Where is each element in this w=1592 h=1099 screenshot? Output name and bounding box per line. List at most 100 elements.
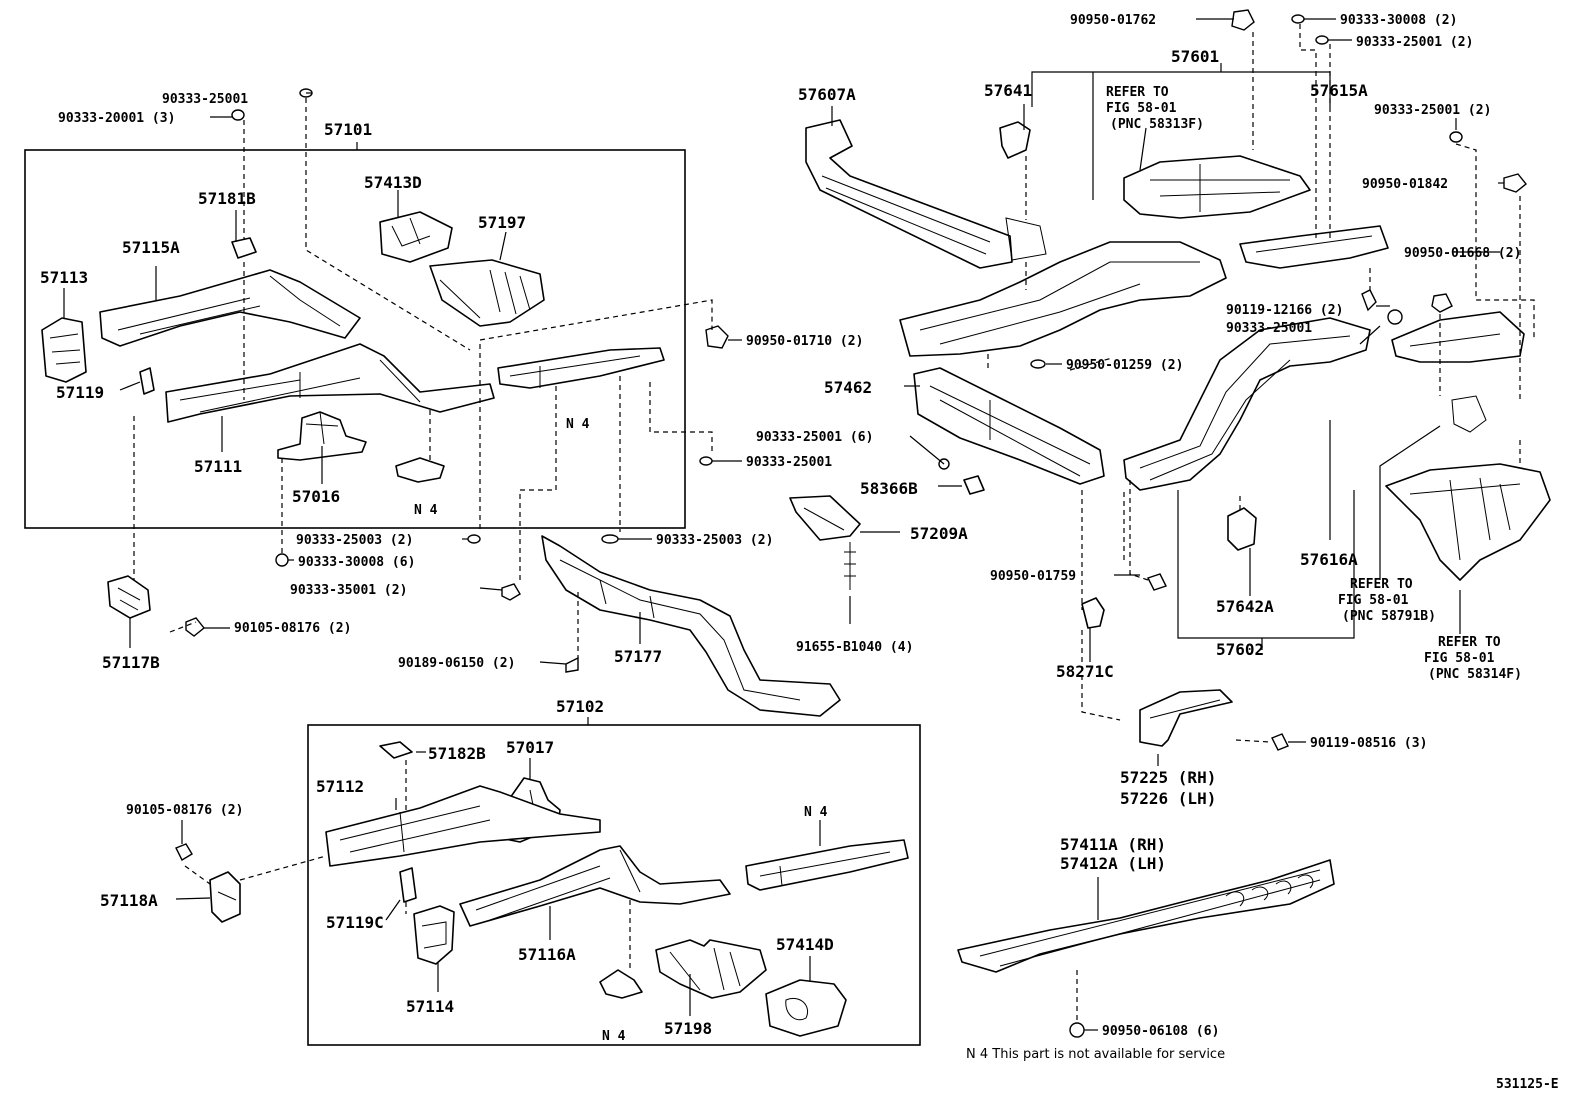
- part-57111-shape: [165, 343, 495, 423]
- ref-58314F-line3: (PNC 58314F): [1428, 667, 1522, 682]
- ref-58314F-line1: REFER TO: [1438, 635, 1501, 650]
- label-57601: 57601: [1171, 47, 1219, 66]
- part-57462-shape: [913, 367, 1105, 485]
- label-58271C: 58271C: [1056, 662, 1114, 681]
- label-57116A: 57116A: [518, 945, 576, 964]
- part-57411A-shape: [957, 859, 1335, 973]
- label-57209A: 57209A: [910, 524, 968, 543]
- label-57115A: 57115A: [122, 238, 180, 257]
- label-58366B: 58366B: [860, 479, 918, 498]
- label-fastener: 90333-35001 (2): [290, 583, 407, 598]
- label-fastener: 90333-25003 (2): [296, 533, 413, 548]
- label-57182B: 57182B: [428, 744, 486, 763]
- label-n4-small: N 4: [602, 1029, 626, 1044]
- part-57114-shape: [413, 905, 455, 965]
- part-57113-shape: [41, 317, 87, 383]
- label-fastener: 90333-25001: [1226, 321, 1312, 336]
- label-fastener: 90950-01842: [1362, 177, 1448, 192]
- figure-code: 531125-E: [1496, 1077, 1559, 1092]
- service-footnote: N 4 This part is not available for servi…: [966, 1047, 1225, 1062]
- label-fastener: 90105-08176 (2): [234, 621, 351, 636]
- part-57112-shape: [325, 785, 601, 867]
- fastener-glyphs: [175, 9, 1527, 1038]
- part-main-frame-lower-shape: [1123, 317, 1371, 491]
- part-58313F-shape: [1123, 155, 1311, 219]
- part-57119-shape: [139, 367, 155, 395]
- label-n4-upper: N 4: [414, 503, 438, 518]
- leader-lines: [63, 18, 1504, 1031]
- part-labels: 57101 57102 57601 57602 57113 57115A 571…: [40, 47, 1368, 1044]
- label-fastener: 90119-12166 (2): [1226, 303, 1343, 318]
- ref-58313F-line2: FIG 58-01: [1106, 101, 1177, 116]
- label-fastener: 90333-20001 (3): [58, 111, 175, 126]
- part-57615A-shape: [1239, 225, 1389, 269]
- label-57119: 57119: [56, 383, 104, 402]
- group-box-57101: [24, 142, 686, 529]
- part-57642A-shape: [1227, 507, 1257, 551]
- label-57017: 57017: [506, 738, 554, 757]
- label-57111: 57111: [194, 457, 242, 476]
- label-57607A: 57607A: [798, 85, 856, 104]
- ref-58314F-line2: FIG 58-01: [1424, 651, 1495, 666]
- ref-58791B-line2: FIG 58-01: [1338, 593, 1409, 608]
- part-57117B-shape: [107, 575, 151, 619]
- ref-58791B-line3: (PNC 58791B): [1342, 609, 1436, 624]
- part-57116A-shape: [459, 845, 731, 927]
- label-fastener: 90950-06108 (6): [1102, 1024, 1219, 1039]
- part-57119C-shape: [399, 867, 417, 903]
- label-fastener: 90333-25001 (6): [756, 430, 873, 445]
- label-n4-lower-rail: N 4: [804, 805, 828, 820]
- part-57197-shape: [429, 259, 545, 327]
- bracket-57602: [1177, 490, 1355, 650]
- part-n4-upper-shape: [395, 457, 445, 483]
- label-57016: 57016: [292, 487, 340, 506]
- fastener-labels: 90333-25001 90333-20001 (3) 90950-01710 …: [58, 13, 1521, 1039]
- part-57414D-shape: [765, 979, 847, 1037]
- part-57182B-shape: [379, 741, 413, 759]
- label-57119C: 57119C: [326, 913, 384, 932]
- label-fastener: 90333-25001: [746, 455, 832, 470]
- label-fastener: 90950-01710 (2): [746, 334, 863, 349]
- label-fastener: 90105-08176 (2): [126, 803, 243, 818]
- part-57641-shape: [999, 121, 1047, 261]
- label-fastener: 90950-01259 (2): [1066, 358, 1183, 373]
- part-57607A-shape: [805, 119, 1013, 269]
- label-57114: 57114: [406, 997, 454, 1016]
- label-fastener: 90189-06150 (2): [398, 656, 515, 671]
- label-fastener: 90119-08516 (3): [1310, 736, 1427, 751]
- label-fastener: 90333-30008 (6): [298, 555, 415, 570]
- part-57209A-shape: [789, 495, 861, 590]
- label-57225: 57225 (RH): [1120, 768, 1216, 787]
- part-n4-lower-rail-shape: [745, 839, 909, 891]
- assembly-lines: [133, 24, 1535, 1022]
- ref-58313F-line3: (PNC 58313F): [1110, 117, 1204, 132]
- group-box-57102: [307, 717, 921, 1046]
- label-57181B: 57181B: [198, 189, 256, 208]
- part-n4-small-shape: [599, 969, 643, 999]
- label-57616A: 57616A: [1300, 550, 1358, 569]
- part-57413D-shape: [379, 211, 453, 263]
- label-57414D: 57414D: [776, 935, 834, 954]
- label-57462: 57462: [824, 378, 872, 397]
- part-58271C-shape: [1081, 597, 1105, 629]
- label-fastener: 90950-01668 (2): [1404, 246, 1521, 261]
- label-57117B: 57117B: [102, 653, 160, 672]
- label-57226: 57226 (LH): [1120, 789, 1216, 808]
- part-57016-shape: [277, 411, 367, 461]
- label-fastener: 90950-01759: [990, 569, 1076, 584]
- label-fastener: 90950-01762: [1070, 13, 1156, 28]
- label-fastener: 90333-25001 (2): [1374, 103, 1491, 118]
- part-57115A-shape: [99, 269, 361, 347]
- label-57602: 57602: [1216, 640, 1264, 659]
- label-57197: 57197: [478, 213, 526, 232]
- part-57118A-shape: [209, 871, 241, 923]
- label-57118A: 57118A: [100, 891, 158, 910]
- label-fastener: 90333-25001: [162, 92, 248, 107]
- label-57101: 57101: [324, 120, 372, 139]
- label-57642A: 57642A: [1216, 597, 1274, 616]
- part-n4-rail-shape: [497, 347, 665, 389]
- label-57198: 57198: [664, 1019, 712, 1038]
- label-57112: 57112: [316, 777, 364, 796]
- part-58366B-shape: [963, 475, 985, 495]
